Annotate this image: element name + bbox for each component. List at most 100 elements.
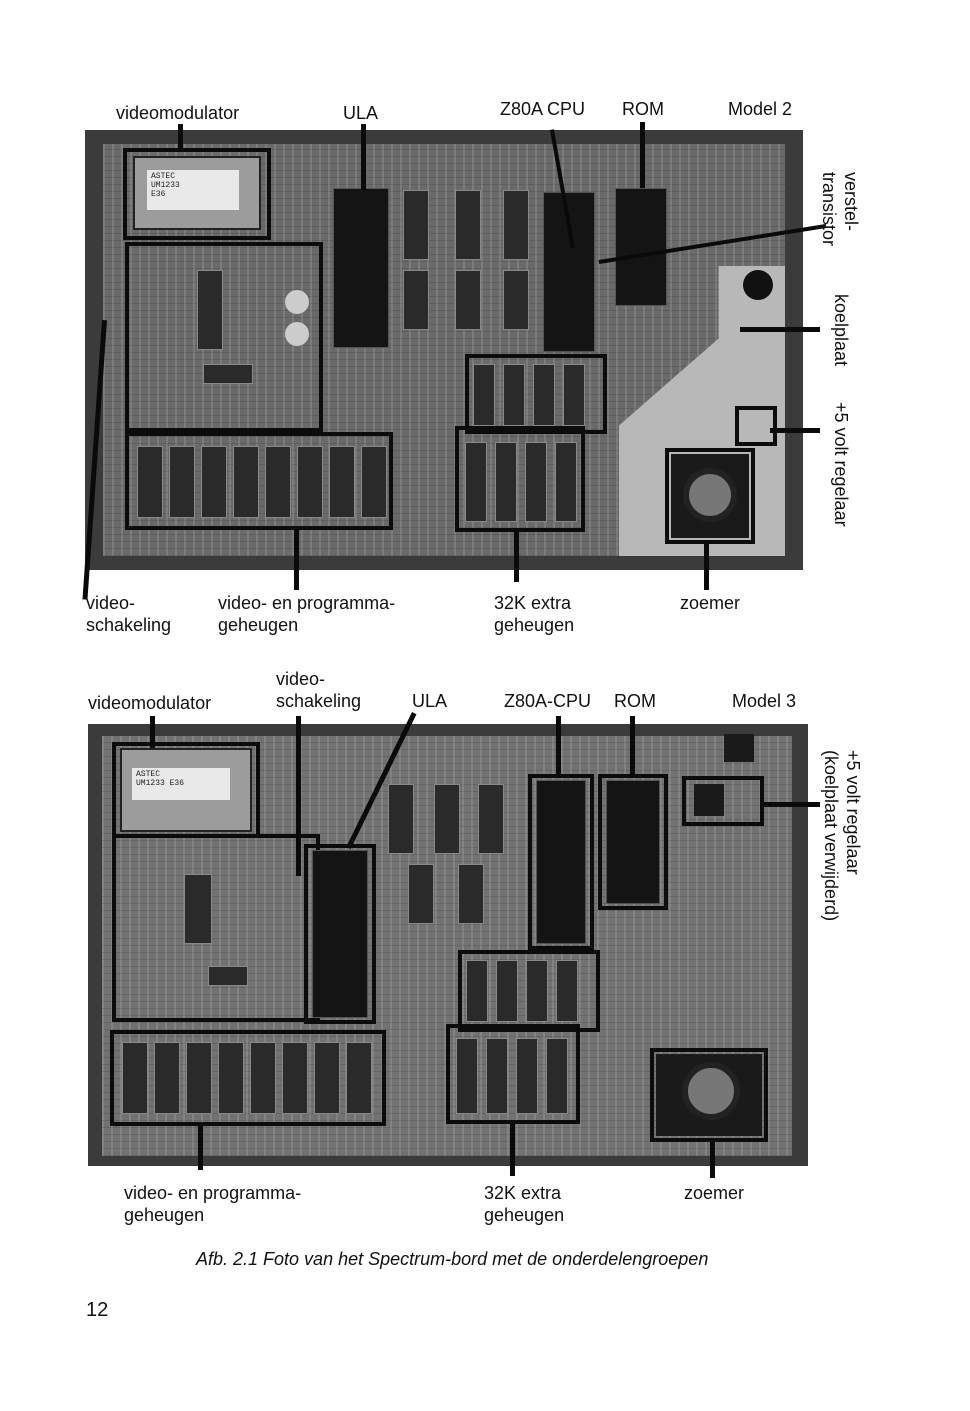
pointer-line	[198, 1126, 203, 1170]
pointer-line	[704, 540, 709, 590]
memory-chip	[456, 1038, 478, 1114]
verstel-transistor	[743, 270, 773, 300]
pcb	[103, 144, 785, 556]
label-geheugen: video- en programma- geheugen	[218, 592, 395, 636]
speaker-cone	[683, 468, 737, 522]
label-cpu: Z80A CPU	[500, 99, 586, 119]
memory-chip	[503, 364, 525, 426]
chip	[403, 270, 429, 330]
label-line: 32K extra	[494, 593, 572, 613]
memory-chip	[154, 1042, 180, 1114]
memory-chip	[137, 446, 163, 518]
chip	[408, 864, 434, 924]
memory-chip	[495, 442, 517, 522]
label-line: +5 volt regelaar	[843, 750, 863, 875]
chip	[458, 864, 484, 924]
regulator-box	[682, 776, 764, 826]
label-verstel-transistor: verstel- transistor	[818, 172, 862, 246]
label-rom: ROM	[614, 691, 656, 711]
video-memory-box	[110, 1030, 386, 1126]
ula-box	[304, 844, 376, 1024]
label-video-schakeling: video- schakeling	[86, 592, 171, 636]
memory-chip	[555, 442, 577, 522]
label-line: geheugen	[494, 615, 575, 635]
chip	[455, 190, 481, 260]
memory-chip	[473, 364, 495, 426]
memory-chip	[329, 446, 355, 518]
pointer-line	[296, 716, 301, 876]
pointer-line	[740, 327, 820, 332]
chip	[203, 364, 253, 384]
memory-chip	[526, 960, 548, 1022]
memory-chip	[556, 960, 578, 1022]
chip	[503, 270, 529, 330]
memory-chip	[186, 1042, 212, 1114]
label-line: schakeling	[86, 615, 172, 635]
videomodulator-box	[123, 148, 271, 240]
memory-chip	[496, 960, 518, 1022]
label-line: video- en programma-	[124, 1183, 302, 1203]
memory-chip	[250, 1042, 276, 1114]
label-zoemer: zoemer	[684, 1183, 745, 1203]
chip	[184, 874, 212, 944]
memory-chip	[233, 446, 259, 518]
pointer-line	[510, 1124, 515, 1176]
zoemer	[671, 454, 749, 538]
chip	[434, 784, 460, 854]
label-videomodulator: videomodulator	[116, 103, 240, 123]
modulator-sticker: ASTEC UM1233 E36	[147, 170, 239, 210]
video-memory-box	[125, 432, 393, 530]
memory-chip	[563, 364, 585, 426]
label-ula: ULA	[412, 691, 448, 711]
cpu-chip	[536, 780, 586, 944]
label-line: geheugen	[124, 1205, 205, 1225]
chip	[478, 784, 504, 854]
extra-memory-box-upper	[465, 354, 607, 434]
pointer-line	[764, 802, 820, 807]
cpu-box	[528, 774, 594, 950]
pointer-line	[710, 1142, 715, 1178]
memory-chip	[282, 1042, 308, 1114]
extra-memory-box-upper	[458, 950, 600, 1032]
label-regelaar: +5 volt regelaar	[831, 402, 851, 527]
label-koelplaat: koelplaat	[831, 294, 851, 367]
pointer-line	[630, 716, 635, 778]
trimmer	[285, 290, 309, 314]
label-line: transistor	[819, 172, 839, 247]
label-line: video-	[86, 593, 136, 613]
rom-chip	[615, 188, 667, 306]
trimmer	[285, 322, 309, 346]
pointer-line	[640, 122, 645, 188]
label-line: (koelplaat verwijderd)	[821, 750, 841, 922]
label-model: Model 2	[728, 99, 793, 119]
memory-chip	[346, 1042, 372, 1114]
pointer-line	[556, 716, 561, 778]
label-geheugen: video- en programma- geheugen	[124, 1182, 301, 1226]
memory-chip	[466, 960, 488, 1022]
label-line: video- en programma-	[218, 593, 396, 613]
ula-chip	[333, 188, 389, 348]
memory-chip	[201, 446, 227, 518]
extra-memory-box-lower	[455, 426, 585, 532]
label-video-schakeling: video- schakeling	[276, 668, 361, 712]
memory-chip	[546, 1038, 568, 1114]
zoemer-box	[665, 448, 755, 544]
video-schakeling-box	[125, 242, 323, 432]
label-line: video-	[276, 669, 326, 689]
label-extra-geheugen: 32K extra geheugen	[494, 592, 574, 636]
memory-chip	[516, 1038, 538, 1114]
video-schakeling-box	[112, 834, 320, 1022]
label-line: 32K extra	[484, 1183, 562, 1203]
zoemer	[656, 1054, 762, 1136]
chip	[503, 190, 529, 260]
memory-chip	[265, 446, 291, 518]
connector	[724, 734, 754, 762]
memory-chip	[486, 1038, 508, 1114]
ula-chip	[312, 850, 368, 1018]
memory-chip	[297, 446, 323, 518]
memory-chip	[122, 1042, 148, 1114]
pointer-line	[361, 124, 366, 190]
extra-memory-box-lower	[446, 1024, 580, 1124]
label-zoemer: zoemer	[680, 593, 741, 613]
